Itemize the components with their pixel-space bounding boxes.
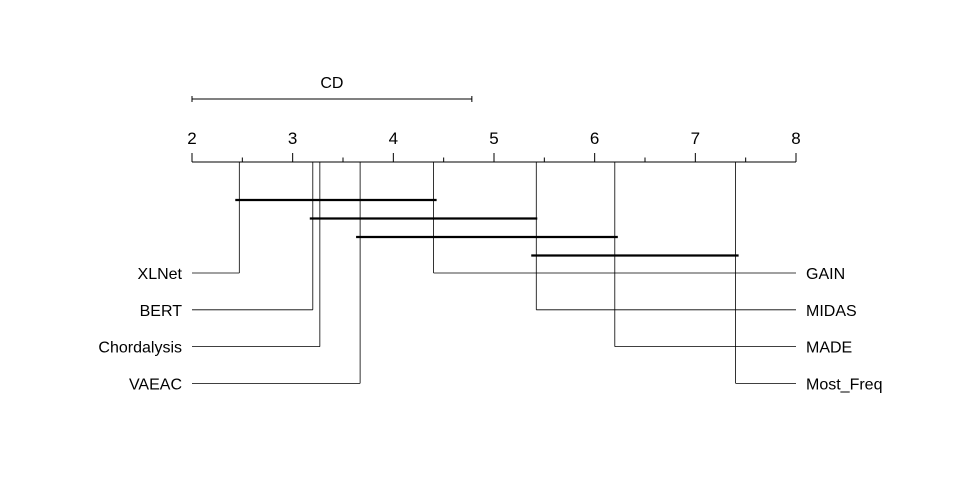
axis-tick-label: 3: [288, 129, 297, 148]
axis-tick-label: 5: [489, 129, 498, 148]
axis-tick-label: 4: [389, 129, 398, 148]
method-label: MADE: [806, 340, 852, 357]
axis-tick-label: 8: [791, 129, 800, 148]
method-label: Most_Freq: [806, 376, 882, 393]
axis-tick-label: 7: [691, 129, 700, 148]
axis-tick-label: 2: [187, 129, 196, 148]
method-label: GAIN: [806, 266, 845, 283]
method-label: Chordalysis: [98, 340, 182, 357]
method-label: XLNet: [138, 266, 183, 283]
method-label: MIDAS: [806, 303, 857, 320]
cd-label: CD: [320, 75, 343, 92]
method-label: BERT: [140, 303, 183, 320]
axis-tick-label: 6: [590, 129, 599, 148]
method-label: VAEAC: [129, 376, 182, 393]
